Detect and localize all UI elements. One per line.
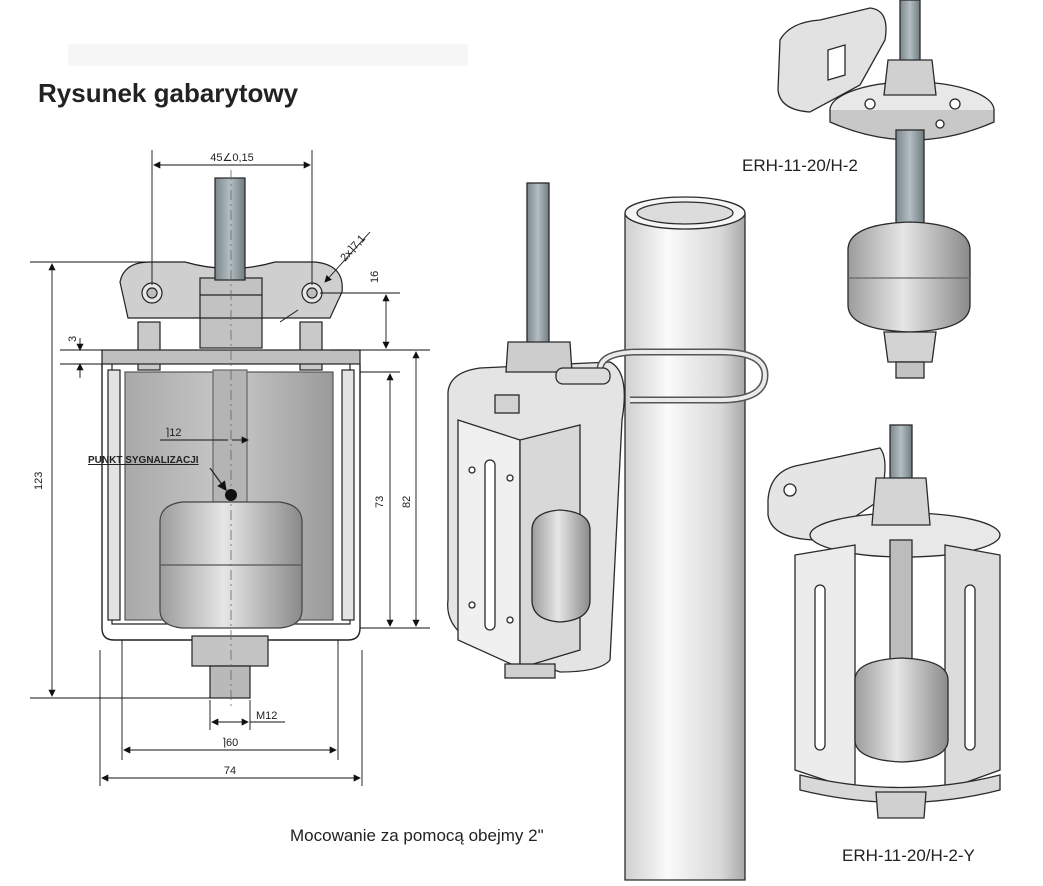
- signal-point-label: PUNKT SYGNALIZACJI: [88, 455, 199, 466]
- dim-outer-width: 74: [224, 765, 236, 777]
- page-title: Rysunek gabarytowy: [38, 78, 299, 108]
- dim-hole-spacing: 45∠0,15: [210, 152, 254, 164]
- dim-hole-spec: 2x⌉7,1: [338, 233, 368, 264]
- dim-top-offset: 16: [369, 271, 381, 283]
- model-bottom-illustration: [767, 424, 1001, 819]
- model-bottom-label: ERH-11-20/H-2-Y: [842, 846, 975, 865]
- pipe-mount-caption: Mocowanie za pomocą obejmy 2": [290, 826, 544, 845]
- model-top-label: ERH-11-20/H-2: [742, 156, 858, 175]
- dim-float-offset: ⌉12: [165, 427, 182, 439]
- header-band: [68, 44, 468, 66]
- dim-inner-height-a: 73: [374, 496, 386, 508]
- model-top-illustration: [777, 0, 995, 379]
- dim-total-height: 123: [33, 472, 45, 490]
- dimension-lines: [30, 150, 430, 786]
- dim-thread: M12: [256, 710, 277, 722]
- dim-inner-width: ⌉60: [222, 737, 239, 749]
- dim-inner-height-b: 82: [401, 496, 413, 508]
- signal-point-marker: [225, 489, 237, 501]
- dimension-drawing: [101, 170, 361, 710]
- dim-plate-thickness: 3: [67, 336, 79, 342]
- pipe-mount-illustration: [447, 182, 769, 881]
